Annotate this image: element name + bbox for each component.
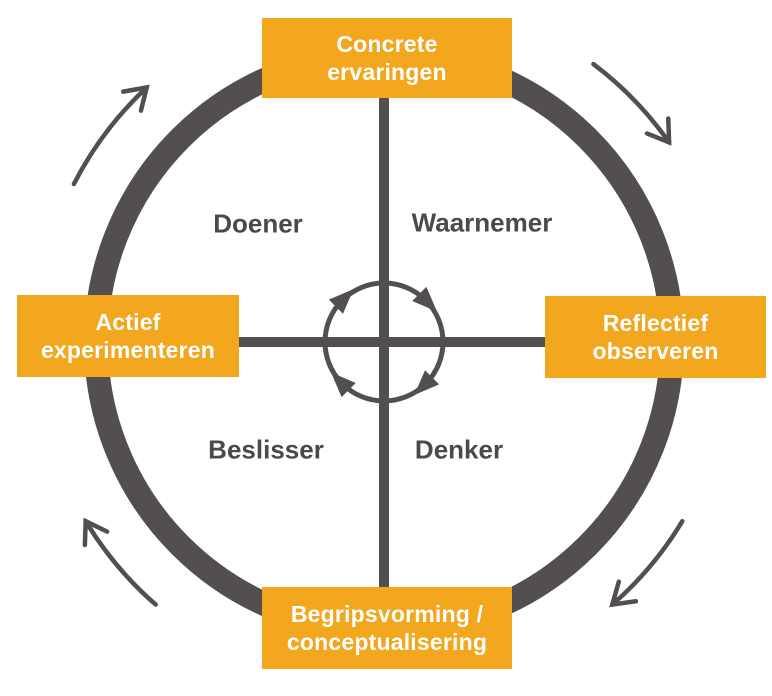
stage-label-line: ervaringen [327,59,447,85]
curved-arrow-bottom-right-icon [609,518,685,608]
stage-label-line: Reflectief [602,310,709,336]
stage-label-line: experimenteren [40,337,216,363]
stage-label-line: conceptualisering [286,629,488,655]
cycle-arrows-icon [322,280,446,404]
curved-arrow-top-right-icon [591,61,672,146]
stage-label-line: Actief [95,309,161,335]
quadrant-label-denker: Denker [414,434,504,465]
stage-label-line: Begripsvorming / [290,601,484,627]
stage-box-begripsvorming-conceptualisering: Begripsvorming / conceptualisering [262,587,512,669]
stage-label-line: observeren [592,338,719,364]
stage-box-reflectief-observeren: Reflectief observeren [545,296,766,378]
curved-arrow-bottom-left-icon [82,517,158,607]
quadrant-label-beslisser: Beslisser [208,434,324,465]
stage-box-actief-experimenteren: Actief experimenteren [17,295,239,377]
quadrant-label-waarnemer: Waarnemer [411,207,553,238]
quadrant-label-doener: Doener [213,208,303,239]
stage-box-concrete-ervaringen: Concrete ervaringen [262,18,512,98]
curved-arrow-top-left-icon [71,84,150,187]
stage-label-line: Concrete [336,31,438,57]
